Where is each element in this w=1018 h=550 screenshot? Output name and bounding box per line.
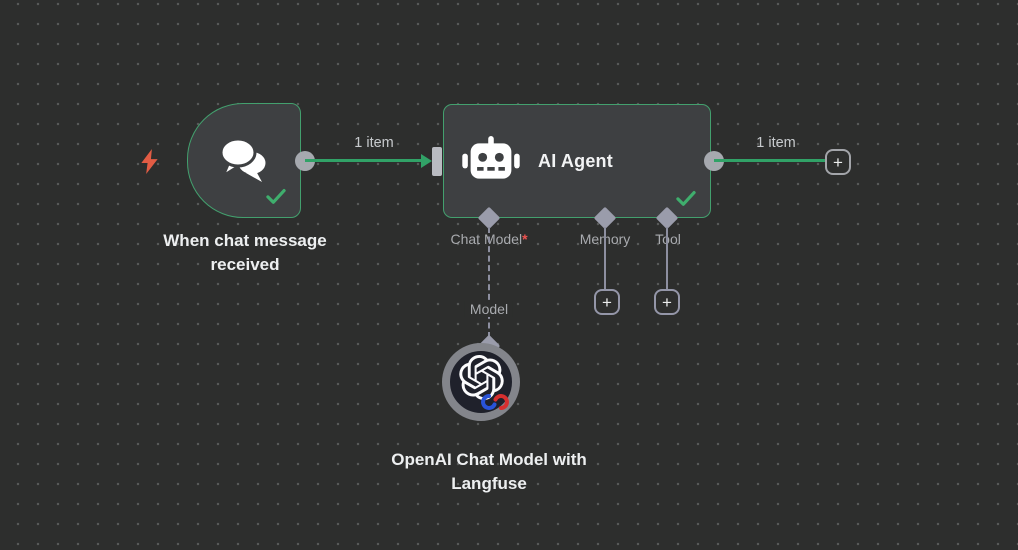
connection-items-label: 1 item [756, 135, 796, 151]
plus-icon: + [602, 292, 612, 312]
connection-tool-stub[interactable] [666, 227, 668, 289]
connection-trigger-to-agent[interactable] [305, 159, 423, 162]
model-node-label: OpenAI Chat Model with Langfuse [391, 450, 587, 494]
connection-memory-stub[interactable] [604, 227, 606, 289]
add-next-node-button[interactable]: + [825, 149, 851, 175]
connection-chat-model[interactable] [488, 227, 490, 338]
plus-icon: + [833, 152, 843, 172]
langfuse-badge-icon [480, 391, 510, 418]
chat-model-port-label: Chat Model* [450, 231, 528, 247]
required-asterisk: * [522, 231, 528, 247]
plus-icon: + [662, 292, 672, 312]
connection-agent-output[interactable] [714, 159, 826, 162]
connection-arrow-icon [421, 154, 432, 168]
model-connection-label: Model [464, 301, 514, 317]
success-checkmark-icon [265, 187, 287, 210]
node-chat-trigger[interactable] [187, 103, 301, 218]
node-title: AI Agent [538, 150, 613, 171]
add-memory-button[interactable]: + [594, 289, 620, 315]
node-ai-agent[interactable]: AI Agent [443, 104, 711, 218]
success-checkmark-icon [675, 189, 697, 212]
connection-items-label: 1 item [354, 135, 394, 151]
tool-port-label: Tool [655, 231, 681, 247]
input-connector[interactable] [432, 147, 442, 176]
trigger-node-label: When chat message received [163, 231, 327, 275]
robot-icon [461, 136, 521, 186]
trigger-bolt-icon [138, 148, 161, 180]
node-openai-chat-model[interactable] [442, 343, 520, 421]
chat-bubbles-icon [216, 136, 272, 189]
openai-logo-icon [458, 355, 504, 405]
add-tool-button[interactable]: + [654, 289, 680, 315]
